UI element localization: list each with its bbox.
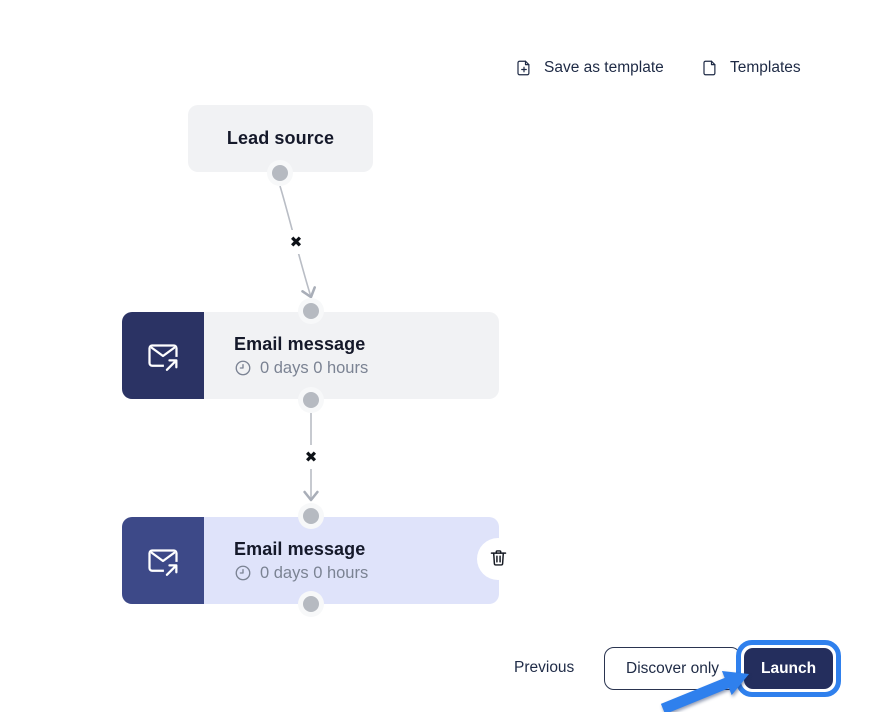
email-node-2-delay: 0 days 0 hours xyxy=(234,564,499,583)
email-node-2-delay-text: 0 days 0 hours xyxy=(260,563,369,582)
email-node-2-title: Email message xyxy=(234,538,366,559)
launch-button[interactable]: Launch xyxy=(744,648,834,689)
clock-icon xyxy=(234,359,252,377)
launch-highlight-ring: Launch xyxy=(736,640,842,697)
email-send-icon xyxy=(122,312,204,399)
port-lead-source-out[interactable] xyxy=(272,165,288,181)
email-message-node-1[interactable]: Email message 0 days 0 hours xyxy=(122,312,499,399)
clock-icon xyxy=(234,564,252,582)
templates-button[interactable]: Templates xyxy=(701,58,801,78)
discover-only-button[interactable]: Discover only xyxy=(604,647,742,690)
connector-1-x-mark[interactable]: ✖ xyxy=(284,230,308,254)
email-node-1-delay: 0 days 0 hours xyxy=(234,359,499,378)
connector-2-x-mark[interactable]: ✖ xyxy=(299,445,323,469)
email-message-node-2[interactable]: Email message 0 days 0 hours xyxy=(122,517,499,604)
port-email-2-in[interactable] xyxy=(303,508,319,524)
file-icon xyxy=(701,58,719,78)
save-as-template-label: Save as template xyxy=(544,59,664,76)
port-email-2-out[interactable] xyxy=(303,596,319,612)
port-email-1-out[interactable] xyxy=(303,392,319,408)
email-node-1-delay-text: 0 days 0 hours xyxy=(260,358,369,377)
file-plus-icon xyxy=(515,58,533,78)
save-as-template-button[interactable]: Save as template xyxy=(515,58,664,78)
port-email-1-in[interactable] xyxy=(303,303,319,319)
delete-node-button[interactable] xyxy=(477,538,519,580)
lead-source-node[interactable]: Lead source xyxy=(188,105,373,172)
email-node-1-title: Email message xyxy=(234,333,366,354)
trash-icon xyxy=(488,547,509,571)
email-send-icon xyxy=(122,517,204,604)
lead-source-title: Lead source xyxy=(226,128,335,148)
templates-label: Templates xyxy=(730,59,801,76)
previous-button[interactable]: Previous xyxy=(514,659,575,676)
